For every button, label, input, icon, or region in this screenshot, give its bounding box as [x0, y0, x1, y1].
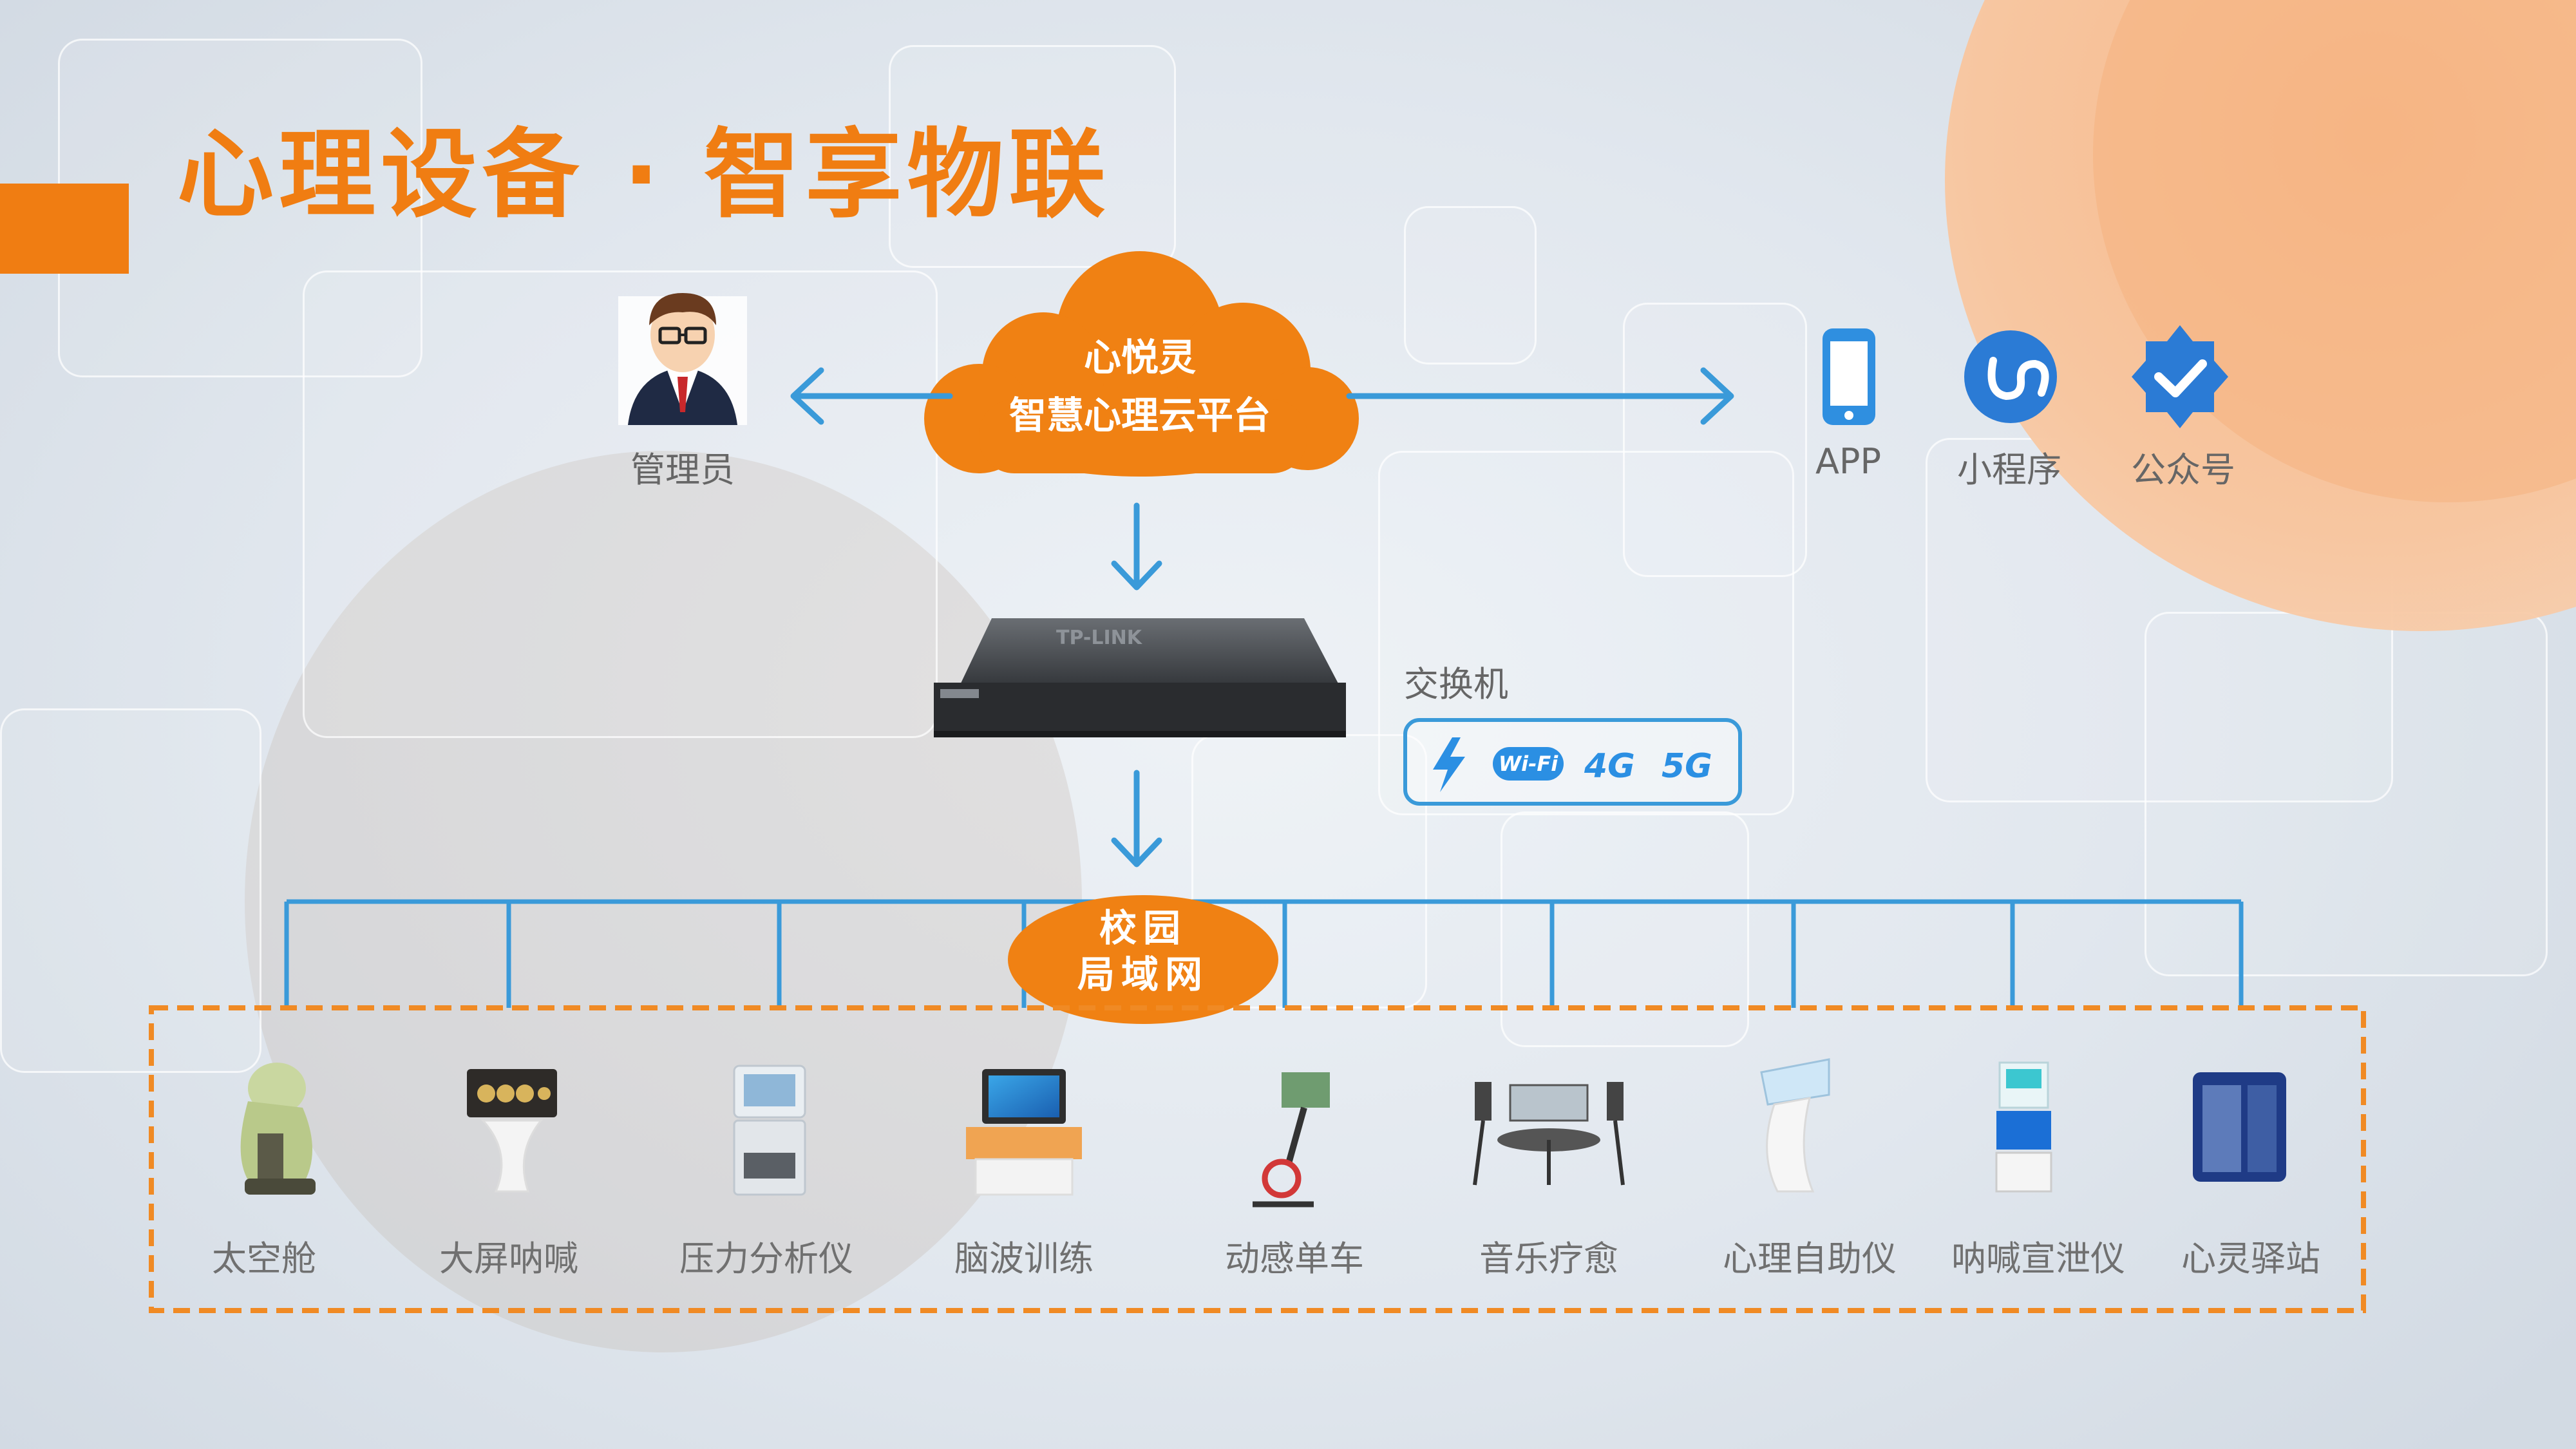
- music-therapy-icon: [1473, 1082, 1625, 1186]
- lightning-icon: [1433, 737, 1465, 792]
- device-label-exercise-bike: 动感单车: [1225, 1238, 1364, 1279]
- big-screen-icon: [467, 1069, 557, 1193]
- official-account-icon: [2132, 325, 2228, 428]
- lan-label: 校园 局域网: [1011, 905, 1275, 998]
- lan-line-2: 局域网: [1077, 952, 1209, 996]
- arrow-head: [1111, 837, 1162, 867]
- brainwave-desk-icon: [966, 1069, 1082, 1196]
- devices-frame: [149, 1005, 2366, 1313]
- switch-brand-text: TP-LINK: [1056, 627, 1143, 649]
- client-label-mini-program: 小程序: [1957, 450, 2061, 490]
- network-switch-image: TP-LINK: [934, 618, 1346, 737]
- connectivity-badge: Wi-Fi 4G 5G: [1403, 718, 1742, 806]
- cloud-platform-label: 心悦灵 智慧心理云平台: [966, 328, 1314, 444]
- arrow-head: [1700, 367, 1734, 425]
- background-panel: [0, 708, 261, 1073]
- device-label-venting-machine: 呐喊宣泄仪: [1951, 1238, 2125, 1279]
- background-panel: [1404, 206, 1537, 365]
- wifi-icon: [1493, 747, 1564, 781]
- lan-ellipse: [1008, 895, 1278, 1024]
- venting-machine-icon: [1995, 1061, 2052, 1193]
- device-label-screen-shout: 大屏呐喊: [439, 1238, 578, 1279]
- background-panel: [1623, 303, 1807, 577]
- cloud-line-1: 心悦灵: [1083, 336, 1196, 379]
- lan-line-1: 校园: [1099, 906, 1187, 950]
- client-label-app: APP: [1815, 441, 1882, 482]
- cloud-line-2: 智慧心理云平台: [1009, 393, 1271, 437]
- device-label-self-help-kiosk: 心理自助仪: [1723, 1238, 1897, 1279]
- wifi-text: Wi-Fi: [1499, 752, 1558, 776]
- cloud-shape: [924, 251, 1359, 477]
- background-panel: [889, 45, 1176, 268]
- client-label-official-account: 公众号: [2131, 450, 2235, 490]
- admin-label: 管理员: [630, 450, 735, 490]
- device-label-music-therapy: 音乐疗愈: [1479, 1238, 1618, 1279]
- kiosk-icon: [1760, 1058, 1830, 1193]
- bike-icon: [1253, 1072, 1330, 1208]
- title-accent-bar: [0, 184, 129, 274]
- page-title: 心理设备 · 智享物联: [177, 119, 1111, 231]
- device-label-stress-analyzer: 压力分析仪: [679, 1238, 853, 1279]
- massage-chair-icon: [240, 1063, 316, 1195]
- device-label-soul-station: 心灵驿站: [2181, 1238, 2320, 1279]
- arrow-head: [1111, 560, 1162, 591]
- 4g-text: 4G: [1584, 747, 1635, 786]
- lan-bus-lines: [284, 899, 2244, 1008]
- booth-icon: [2193, 1072, 2286, 1182]
- analyzer-icon: [733, 1065, 806, 1196]
- background-panel: [2145, 612, 2548, 976]
- switch-label: 交换机: [1404, 664, 1508, 705]
- admin-avatar-icon: [618, 293, 747, 425]
- phone-icon: [1823, 328, 1875, 425]
- 5g-text: 5G: [1662, 747, 1712, 786]
- arrow-head: [790, 367, 824, 425]
- device-label-space-capsule: 太空舱: [212, 1238, 316, 1279]
- mini-program-icon: [1964, 330, 2057, 423]
- device-label-brainwave-training: 脑波训练: [954, 1238, 1094, 1279]
